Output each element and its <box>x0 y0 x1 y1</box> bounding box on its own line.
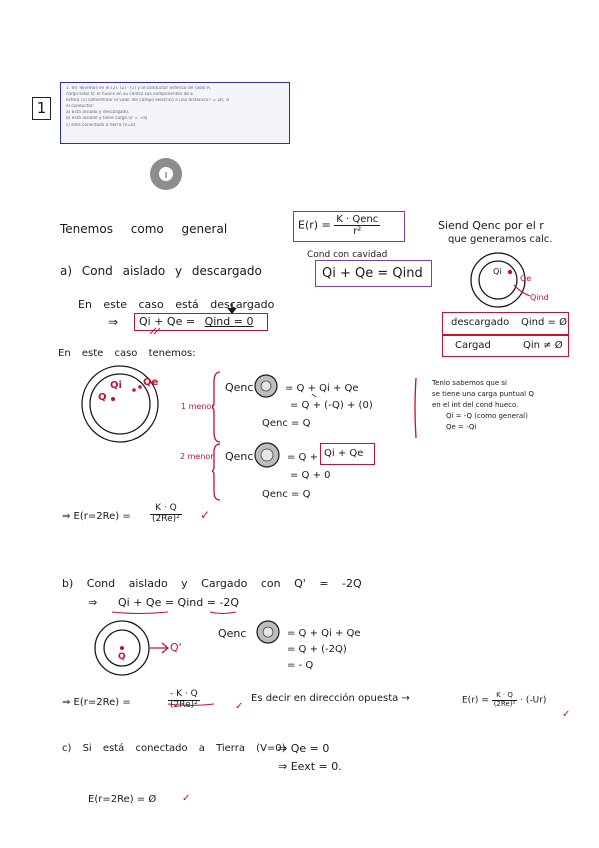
side-note-line: se tiene una carga puntual Q <box>432 390 534 398</box>
legend-row1-right: Qind = Ø <box>521 317 567 328</box>
part-c-title: c) Si está conectado a Tierra (V=0) <box>62 743 286 754</box>
step1-qenc: Qenc <box>225 381 254 394</box>
diagram-b-qprime: Q' <box>170 641 182 654</box>
result-denominator: (2Re)² <box>152 514 180 524</box>
side-note-line: Qe = -Qi <box>446 423 477 431</box>
side-note-line: Tenlo sabemos que si <box>432 379 507 387</box>
formula-numerator: K · Qenc <box>334 214 381 226</box>
legend-row-discharged: descargado Qind = Ø <box>442 312 569 335</box>
vector-numerator: K · Q <box>491 691 518 701</box>
conductor-figure <box>150 158 182 190</box>
part-a-arrow: ⇒ <box>108 315 119 329</box>
vector-lhs: E(r) = <box>462 695 489 706</box>
part-b-qenc: Qenc <box>218 627 247 640</box>
step2-eq2: = Q + 0 <box>290 470 331 481</box>
part-a-result-prefix: ⇒ E(r=2Re) = <box>62 511 131 522</box>
legend-row-charged: Cargad Qin ≠ Ø <box>442 335 569 357</box>
statement-line: 1. (II) Tenemos en el (2). (2) · (1) y a… <box>66 86 212 91</box>
legend-diagram <box>470 252 531 308</box>
legend-qind: Qind <box>530 293 549 302</box>
part-b-vector: E(r) = K · Q (2Re)² · (-Ur) <box>462 691 547 708</box>
step1-eq3: Qenc = Q <box>262 418 311 429</box>
cavity-label: Cond con cavidad <box>307 250 388 260</box>
check-icon: ✓ <box>562 709 571 720</box>
part-c-line2: ⇒ Eext = 0. <box>278 760 342 773</box>
part-b-eq2: = Q + (-2Q) <box>287 644 347 655</box>
statement-line: esfera (2) Determinar el valor del campo… <box>66 98 230 104</box>
result-numerator: - K · Q <box>168 689 200 701</box>
step2-eq1b: Qi + Qe <box>320 443 375 465</box>
vector-denominator: (2Re)² <box>493 699 516 708</box>
red-brace <box>212 443 221 501</box>
vector-rhs: · (-Ur) <box>520 695 547 706</box>
diagram-a-q: Q <box>98 392 107 403</box>
part-a-line1: En este caso está descargado <box>78 298 275 311</box>
red-bar <box>414 377 417 439</box>
part-a-result-fraction: K · Q (2Re)² <box>150 503 182 525</box>
result-numerator: K · Q <box>150 503 182 515</box>
statement-line: carga total Q. el hueco en su centro sus… <box>66 92 195 98</box>
statement-line: el conductor: <box>66 104 95 110</box>
step2-eq3: Qenc = Q <box>262 489 311 500</box>
statement-line: c) está conectado a tierra (V=0). <box>66 122 137 128</box>
side-note: Tenlo sabemos que si se tiene una carga … <box>432 378 534 433</box>
step2-label: 2 menor <box>180 452 214 461</box>
legend-row1-left: descargado <box>451 317 510 328</box>
part-a-diagram <box>81 365 159 443</box>
gauss-sphere-icon <box>254 442 280 468</box>
step2-qenc: Qenc <box>225 450 254 463</box>
part-b-arrow: ⇒ <box>88 596 98 609</box>
statement-line: a) Está aislado y descargado, <box>66 110 130 116</box>
part-b-eq3: = - Q <box>287 660 314 671</box>
arrow-down-icon <box>227 303 237 314</box>
step2-eq1a: = Q + <box>287 452 318 463</box>
part-b-line1: Qi + Qe = Qind = -2Q <box>118 596 240 609</box>
diagram-a-qi: Qi <box>110 380 122 391</box>
part-b-title: b) Cond aislado y Cargado con Q' = -2Q <box>62 577 362 590</box>
legend-qi: Qi <box>493 267 502 276</box>
diagram-b-q: Q <box>118 652 126 662</box>
part-b-result-prefix: ⇒ E(r=2Re) = <box>62 697 131 708</box>
formula-lhs: E(r) = <box>298 218 331 232</box>
gauss-sphere-icon <box>254 374 278 398</box>
legend-row2-left: Cargad <box>455 340 491 351</box>
red-brace <box>212 371 221 443</box>
part-c-result: E(r=2Re) = Ø <box>88 794 157 805</box>
part-a-line2: En este caso tenemos: <box>58 348 196 359</box>
check-icon: ✓ <box>200 508 211 522</box>
part-b-result-fraction: - K · Q (2Re)² <box>168 689 200 711</box>
check-icon: ✓ <box>182 793 191 804</box>
part-b-eq1: = Q + Qi + Qe <box>287 628 361 639</box>
step1-eq2: = Q + (-Q) + (0) <box>290 400 373 411</box>
legend-qe: Qe <box>520 274 532 283</box>
part-a-boxed-equation: Qi + Qe = Qind = 0 <box>134 313 268 331</box>
part-b-explanation: Es decir en dirección opuesta → <box>251 693 410 704</box>
legend-row2-right: Qin ≠ Ø <box>523 340 563 351</box>
gauss-sphere-icon <box>256 620 280 644</box>
boxed-right: Qind = 0 <box>204 315 254 328</box>
part-a-title: a) Cond aislado y descargado <box>60 264 262 278</box>
step1-label: 1 menor <box>181 402 215 411</box>
diagram-a-qe: Qe <box>143 377 159 388</box>
intro-text: Tenemos como general <box>60 222 228 236</box>
problem-statement: 1. (II) Tenemos en el (2). (2) · (1) y a… <box>60 82 290 144</box>
side-note-line: Qi = -Q (como general) <box>446 412 528 420</box>
coulomb-formula-box: E(r) = K · Qenc r² <box>293 211 405 242</box>
intro-note-2: que generamos calc. <box>448 234 553 245</box>
part-c-line1: ⇒ Qe = 0 <box>278 742 330 755</box>
check-icon: ✓ <box>235 701 244 712</box>
formula-fraction: K · Qenc r² <box>334 214 381 237</box>
step1-eq1: = Q + Qi + Qe <box>285 383 359 394</box>
intro-note-1: Siend Qenc por el r <box>438 219 544 232</box>
formula-denominator: r² <box>353 226 362 237</box>
boxed-left: Qi + Qe = <box>139 315 196 328</box>
result-denominator: (2Re)² <box>170 700 198 710</box>
problem-number: 1 <box>32 97 51 120</box>
cavity-formula-box: Qi + Qe = Qind <box>315 260 432 287</box>
side-note-line: en el int del cond hueco. <box>432 401 519 409</box>
statement-line: b) está aislado y tiene carga Q' = -2Q <box>66 116 148 122</box>
part-b-diagram <box>94 620 170 676</box>
